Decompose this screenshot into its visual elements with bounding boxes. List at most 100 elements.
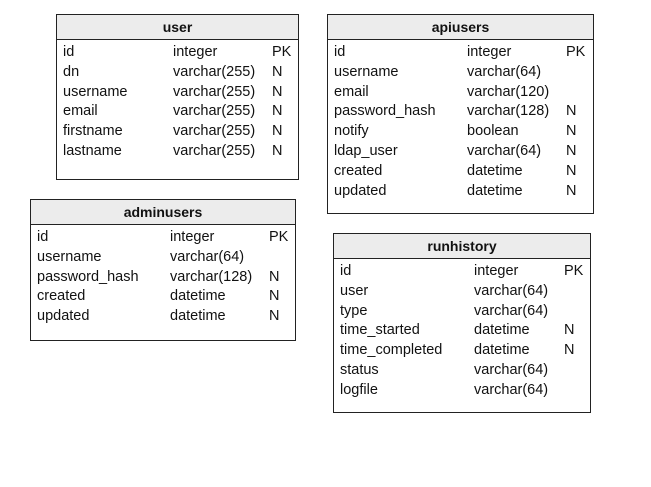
column-type: varchar(64): [474, 302, 549, 319]
column-row[interactable]: username varchar(255) N: [63, 83, 298, 103]
column-type: datetime: [467, 162, 523, 179]
column-name: id: [340, 263, 352, 279]
column-type: integer: [474, 263, 519, 279]
column-name: id: [334, 44, 346, 60]
column-type: varchar(64): [467, 63, 542, 80]
column-row[interactable]: status varchar(64): [340, 361, 590, 381]
column-row[interactable]: username varchar(64): [334, 63, 593, 83]
column-type: boolean: [467, 123, 519, 140]
column-flag: PK: [272, 44, 292, 60]
column-type: integer: [170, 229, 215, 245]
column-type: varchar(64): [474, 282, 549, 299]
column-flag: N: [566, 162, 577, 179]
column-type: datetime: [474, 342, 530, 359]
column-type: varchar(120): [467, 83, 550, 100]
column-type: varchar(64): [474, 381, 549, 398]
column-type: datetime: [170, 308, 226, 325]
column-name: time_completed: [340, 342, 443, 359]
column-row[interactable]: firstname varchar(255) N: [63, 122, 298, 142]
column-name: lastname: [63, 142, 122, 159]
entity-title: runhistory: [334, 234, 590, 259]
entity-adminusers[interactable]: adminusers id integer PK username varchar(64…: [30, 199, 296, 341]
column-row[interactable]: username varchar(64): [37, 248, 295, 268]
column-flag: N: [272, 103, 283, 120]
column-type: varchar(64): [170, 248, 245, 265]
column-row[interactable]: updated datetime N: [334, 182, 593, 202]
column-name: ldap_user: [334, 142, 398, 159]
column-row[interactable]: id integer PK: [37, 228, 295, 248]
column-name: type: [340, 302, 368, 319]
column-type: varchar(128): [170, 268, 253, 285]
column-flag: N: [269, 268, 280, 285]
column-flag: PK: [564, 263, 584, 279]
column-flag: N: [269, 288, 280, 305]
column-flag: N: [566, 142, 577, 159]
column-flag: PK: [269, 229, 289, 245]
column-name: user: [340, 282, 369, 299]
column-name: email: [334, 83, 369, 100]
column-name: email: [63, 103, 98, 120]
column-row[interactable]: user varchar(64): [340, 282, 590, 302]
column-type: varchar(255): [173, 83, 256, 100]
column-type: datetime: [474, 322, 530, 339]
column-name: logfile: [340, 381, 378, 398]
column-name: time_started: [340, 322, 420, 339]
column-type: varchar(255): [173, 142, 256, 159]
column-flag: N: [272, 123, 283, 140]
column-type: varchar(128): [467, 103, 550, 120]
column-flag: N: [564, 342, 575, 359]
column-row[interactable]: id integer PK: [340, 262, 590, 282]
column-flag: N: [566, 182, 577, 199]
column-type: varchar(255): [173, 103, 256, 120]
column-flag: N: [272, 142, 283, 159]
column-name: notify: [334, 123, 369, 140]
column-name: password_hash: [334, 103, 436, 120]
column-name: username: [63, 83, 128, 100]
column-row[interactable]: email varchar(255) N: [63, 102, 298, 122]
column-name: firstname: [63, 123, 123, 140]
column-name: username: [334, 63, 399, 80]
column-flag: N: [566, 103, 577, 120]
column-row[interactable]: logfile varchar(64): [340, 381, 590, 401]
column-name: status: [340, 361, 379, 378]
column-name: updated: [37, 308, 90, 325]
entity-title: apiusers: [328, 15, 593, 40]
column-type: integer: [173, 44, 218, 60]
column-name: id: [63, 44, 75, 60]
column-type: varchar(64): [474, 361, 549, 378]
column-type: varchar(64): [467, 142, 542, 159]
column-type: varchar(255): [173, 123, 256, 140]
column-flag: PK: [566, 44, 586, 60]
column-row[interactable]: lastname varchar(255) N: [63, 142, 298, 162]
column-row[interactable]: email varchar(120): [334, 83, 593, 103]
column-type: datetime: [467, 182, 523, 199]
column-type: varchar(255): [173, 63, 256, 80]
column-name: id: [37, 229, 49, 245]
column-name: username: [37, 248, 102, 265]
column-row[interactable]: id integer PK: [63, 43, 298, 63]
column-name: updated: [334, 182, 387, 199]
column-row[interactable]: time_completed datetime N: [340, 341, 590, 361]
column-row[interactable]: password_hash varchar(128) N: [334, 102, 593, 122]
column-flag: N: [564, 322, 575, 339]
column-row[interactable]: time_started datetime N: [340, 321, 590, 341]
entity-title: adminusers: [31, 200, 295, 225]
column-type: datetime: [170, 288, 226, 305]
column-flag: N: [272, 83, 283, 100]
entity-title: user: [57, 15, 298, 40]
column-row[interactable]: type varchar(64): [340, 302, 590, 322]
column-row[interactable]: ldap_user varchar(64) N: [334, 142, 593, 162]
